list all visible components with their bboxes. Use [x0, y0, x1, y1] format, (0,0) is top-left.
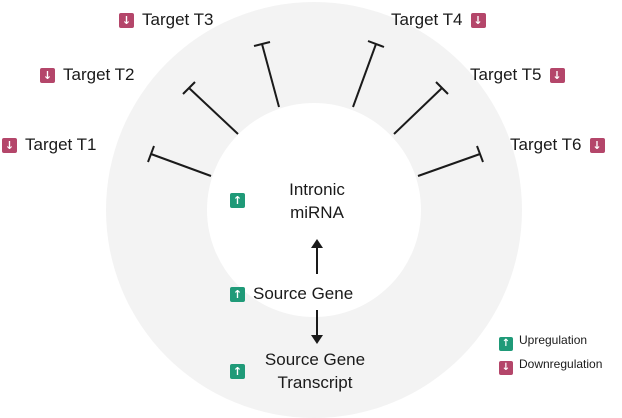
arrow-gene-to-mirna: [311, 239, 323, 274]
target-t1: ↓ Target T1: [2, 135, 97, 155]
target-t5-label: Target T5: [470, 65, 542, 84]
target-t2-label: Target T2: [63, 65, 135, 84]
target-t6: Target T6 ↓: [510, 135, 605, 155]
arrow-down-icon: ↓: [499, 361, 513, 375]
target-t4: Target T4 ↓: [391, 10, 486, 30]
arrow-up-icon: ↑: [230, 287, 245, 302]
inhibition-line-t6: [417, 145, 484, 177]
target-t3-label: Target T3: [142, 10, 214, 29]
arrow-down-icon: ↓: [470, 13, 486, 28]
arrow-up-icon: ↑: [499, 337, 513, 351]
source-gene-label: Source Gene: [253, 284, 354, 303]
transcript-line2: Transcript: [277, 373, 353, 392]
legend-down-label: Downregulation: [519, 357, 603, 371]
inhibition-line-t2: [182, 81, 239, 135]
arrow-down-icon: ↓: [40, 68, 55, 83]
arrow-gene-to-transcript: [311, 310, 323, 344]
arrow-down-icon: ↓: [549, 68, 565, 83]
legend-upregulation: ↑ Upregulation: [499, 332, 587, 351]
intronic-mirna: Intronic miRNA: [262, 178, 372, 224]
inhibition-line-t4: [352, 40, 385, 108]
source-gene: ↑ Source Gene: [230, 284, 353, 304]
legend-downregulation: ↓ Downregulation: [499, 356, 602, 375]
target-t4-label: Target T4: [391, 10, 463, 29]
mirna-line1: Intronic: [289, 180, 345, 199]
arrow-up-icon: ↑: [230, 193, 245, 208]
target-t2: ↓ Target T2: [40, 65, 135, 85]
target-t6-label: Target T6: [510, 135, 582, 154]
inhibition-line-t3: [253, 41, 280, 108]
arrow-down-icon: ↓: [589, 138, 605, 153]
arrow-down-icon: ↓: [2, 138, 17, 153]
inner-circle: [207, 103, 421, 317]
target-t3: ↓ Target T3: [119, 10, 214, 30]
transcript-line1: Source Gene: [264, 350, 366, 369]
target-t1-label: Target T1: [25, 135, 97, 154]
target-t5: Target T5 ↓: [470, 65, 565, 85]
arrow-up-icon: ↑: [230, 364, 245, 379]
inhibition-line-t1: [147, 145, 212, 177]
arrow-down-icon: ↓: [119, 13, 134, 28]
legend-up-label: Upregulation: [519, 333, 588, 347]
mirna-line2: miRNA: [290, 203, 344, 222]
source-gene-transcript: Source Gene Transcript: [252, 348, 378, 394]
inhibition-line-t5: [393, 81, 449, 135]
